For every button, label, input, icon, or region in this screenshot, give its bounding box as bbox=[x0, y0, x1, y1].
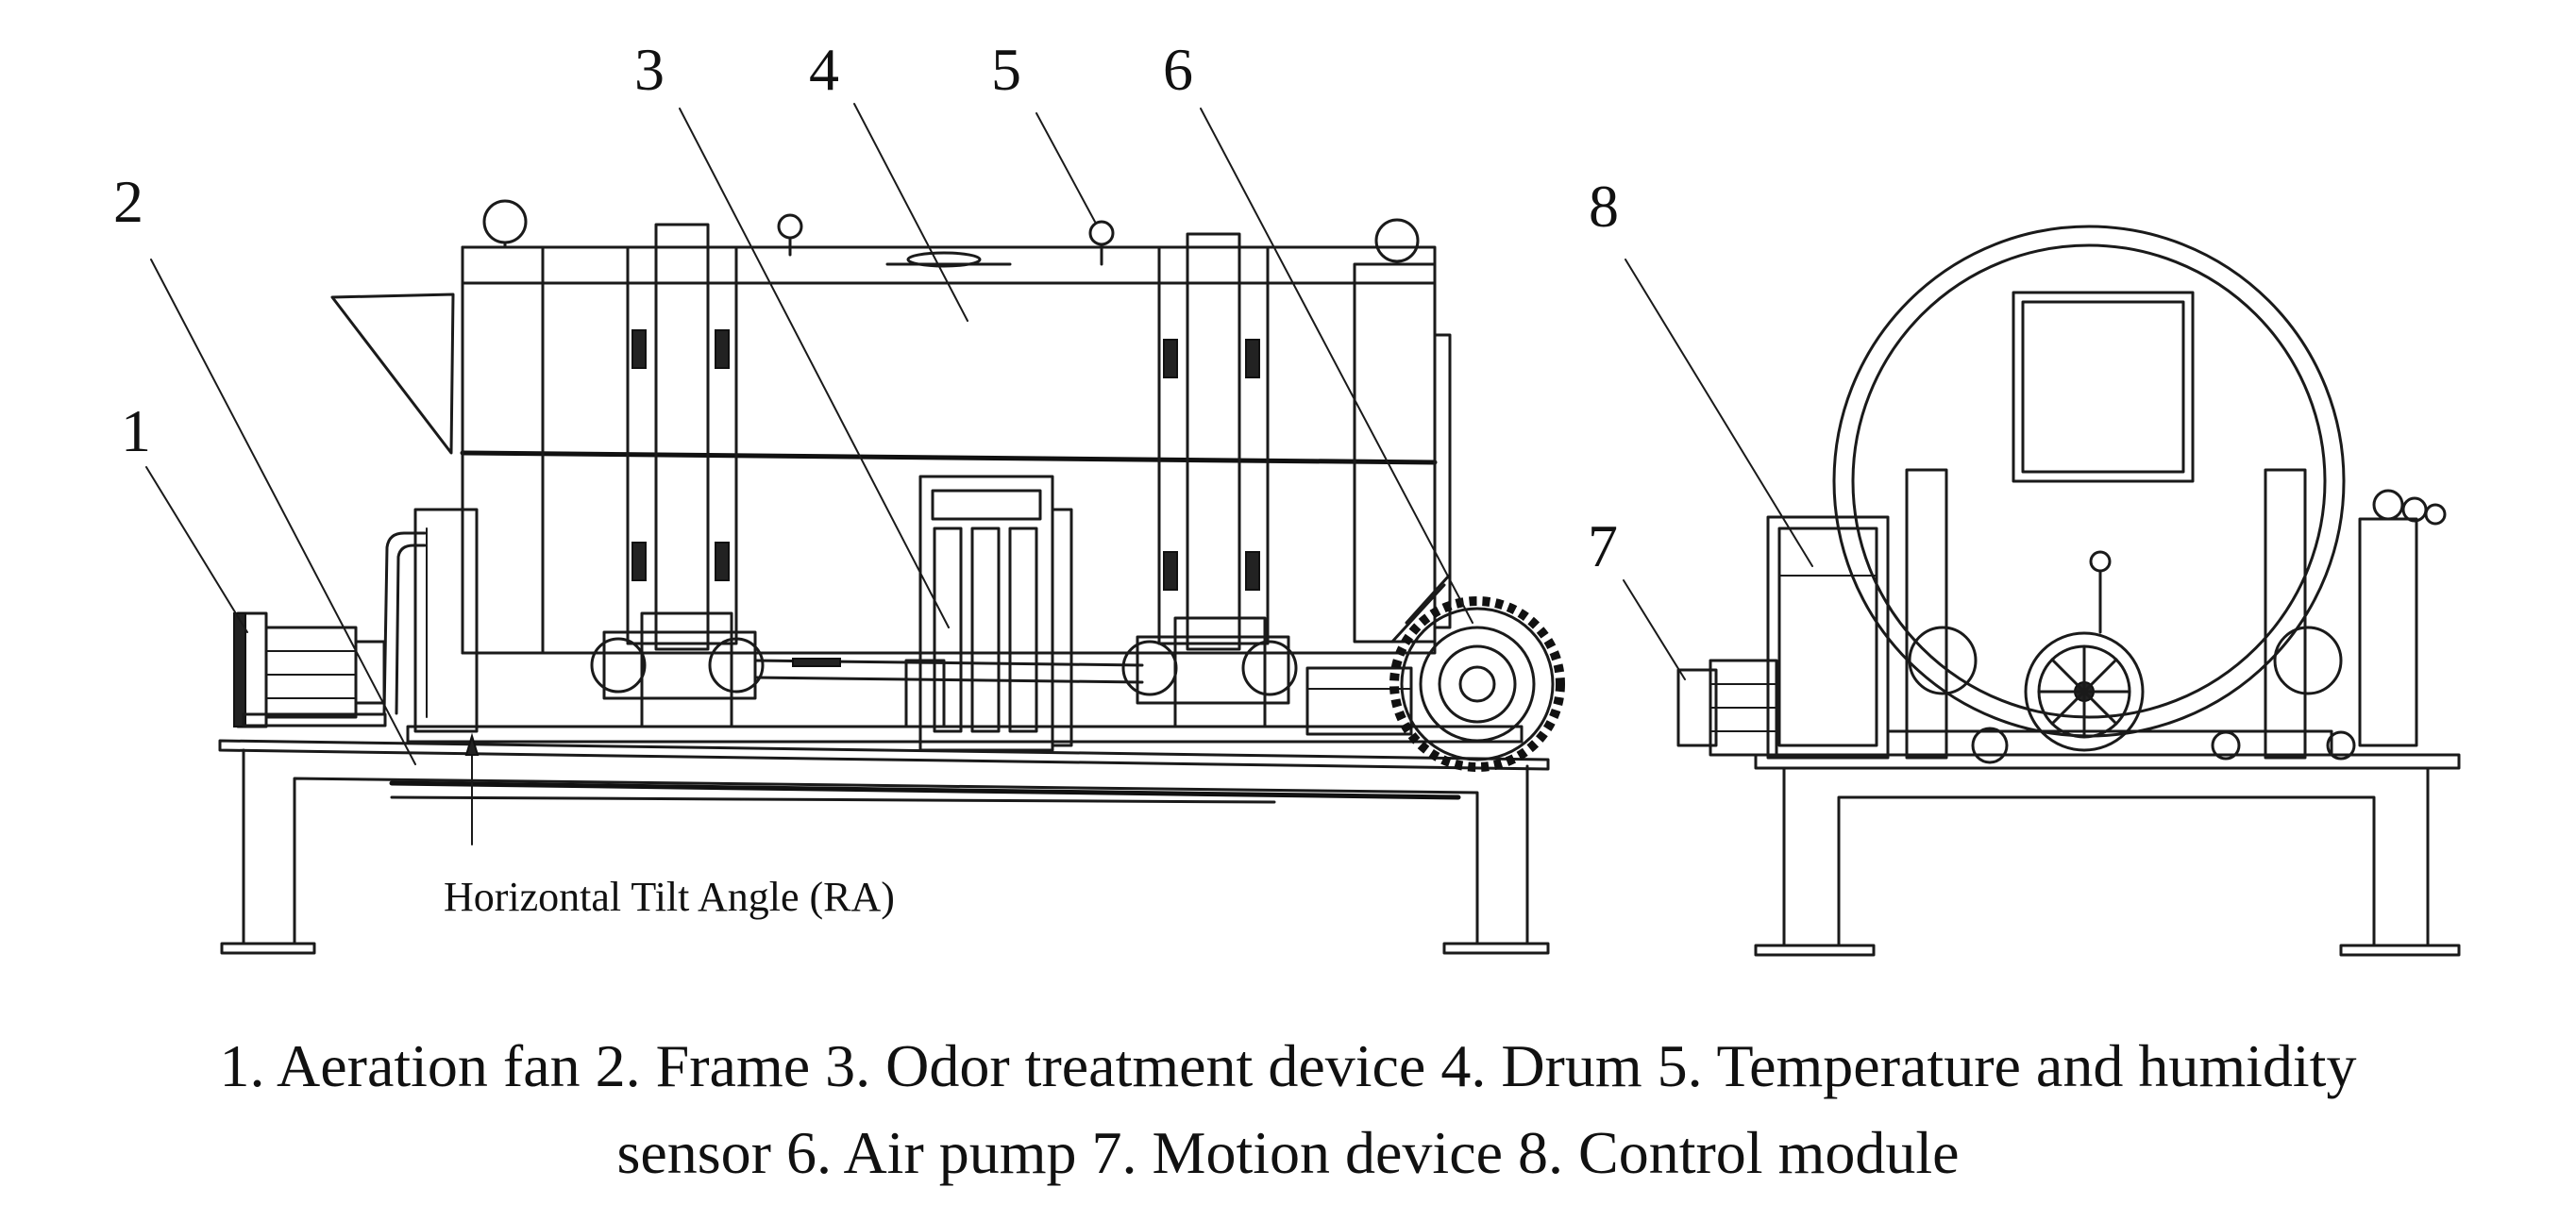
callout-2: 2 bbox=[113, 168, 143, 235]
tilt-angle-label: Horizontal Tilt Angle (RA) bbox=[444, 874, 895, 920]
support-column-right bbox=[1121, 232, 1298, 728]
callout-3: 3 bbox=[634, 36, 665, 103]
side-view bbox=[218, 199, 1565, 955]
callout-5: 5 bbox=[991, 36, 1021, 103]
control-module bbox=[1766, 515, 1890, 760]
motion-device bbox=[1676, 659, 1778, 757]
drum bbox=[330, 199, 1452, 655]
callout-4: 4 bbox=[809, 36, 839, 103]
temperature-humidity-sensor bbox=[777, 213, 1115, 266]
support-column-left bbox=[590, 223, 765, 728]
callouts: 1 2 3 4 5 6 7 8 bbox=[113, 36, 1813, 765]
aeration-fan bbox=[233, 531, 427, 728]
odor-treatment-device bbox=[904, 475, 1073, 752]
tilt-angle-annotation: Horizontal Tilt Angle (RA) bbox=[444, 732, 895, 920]
frame-base bbox=[218, 725, 1550, 955]
callout-6: 6 bbox=[1163, 36, 1193, 103]
callout-1: 1 bbox=[121, 397, 151, 464]
air-pump bbox=[1305, 574, 1565, 772]
front-view bbox=[1676, 225, 2461, 957]
support-wheel bbox=[2024, 550, 2145, 752]
callout-8: 8 bbox=[1589, 173, 1619, 240]
caption-line-1: 1. Aeration fan 2. Frame 3. Odor treatme… bbox=[219, 1032, 2357, 1099]
drum-front bbox=[1832, 225, 2346, 760]
callout-7: 7 bbox=[1588, 512, 1618, 579]
caption-line-2: sensor 6. Air pump 7. Motion device 8. C… bbox=[616, 1119, 1960, 1186]
